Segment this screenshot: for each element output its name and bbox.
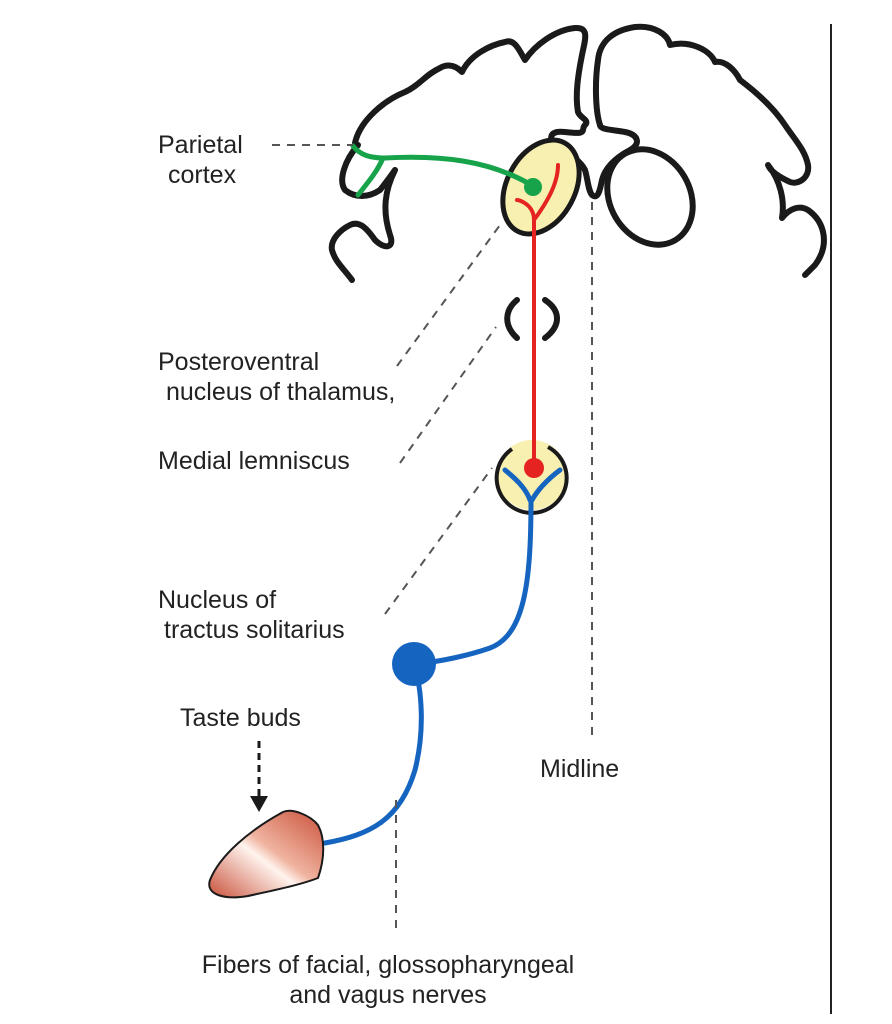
solitary-nucleus-relay-dot	[524, 458, 544, 478]
label-posteroventral-nucleus: Posteroventral nucleus of thalamus,	[158, 347, 395, 407]
leader-posteroventral	[396, 224, 501, 367]
left-hemisphere-lower	[328, 142, 398, 283]
label-parietal-cortex: Parietal cortex	[158, 130, 243, 190]
label-fibers-line2: and vagus nerves	[289, 981, 487, 1009]
brain-outline	[328, 23, 827, 341]
right-hemisphere-outline	[592, 23, 827, 278]
leader-nucleus-tractus	[384, 467, 493, 615]
label-parietal-line2: cortex	[168, 161, 237, 189]
label-nucleus-line1: Nucleus of	[158, 586, 277, 614]
label-posteroventral-line2: nucleus of thalamus,	[166, 378, 396, 406]
gustatory-afferent-fiber	[322, 467, 563, 846]
label-taste-buds: Taste buds	[180, 704, 301, 732]
taste-bud-shape	[208, 809, 325, 899]
thalamocortical-fiber	[350, 143, 536, 198]
leader-lines	[272, 144, 593, 930]
label-midline: Midline	[540, 755, 620, 783]
label-medial-lemniscus: Medial lemniscus	[158, 447, 350, 475]
label-nucleus-tractus-solitarius: Nucleus of tractus solitarius	[158, 585, 345, 645]
label-posteroventral-line1: Posteroventral	[158, 348, 320, 376]
label-fibers: Fibers of facial, glossopharyngeal and v…	[158, 950, 618, 1010]
frame-edge-line	[830, 24, 832, 1014]
ventricle-ring-left	[504, 297, 520, 341]
left-hemisphere-outline	[352, 25, 590, 146]
ganglion-cell-body	[392, 642, 436, 686]
corpus-callosum-outline	[548, 122, 640, 200]
thalamic-relay-dot	[524, 178, 542, 196]
label-parietal-line1: Parietal	[158, 131, 243, 159]
ventricle-ring-right	[542, 297, 560, 341]
leader-medial-lemniscus	[399, 326, 497, 464]
label-nucleus-line2: tractus solitarius	[164, 616, 345, 644]
label-fibers-line1: Fibers of facial, glossopharyngeal	[201, 951, 575, 979]
medial-lemniscus-fiber	[515, 163, 560, 470]
right-thalamus-outline	[604, 146, 696, 248]
taste-buds-arrow-icon	[250, 741, 268, 812]
